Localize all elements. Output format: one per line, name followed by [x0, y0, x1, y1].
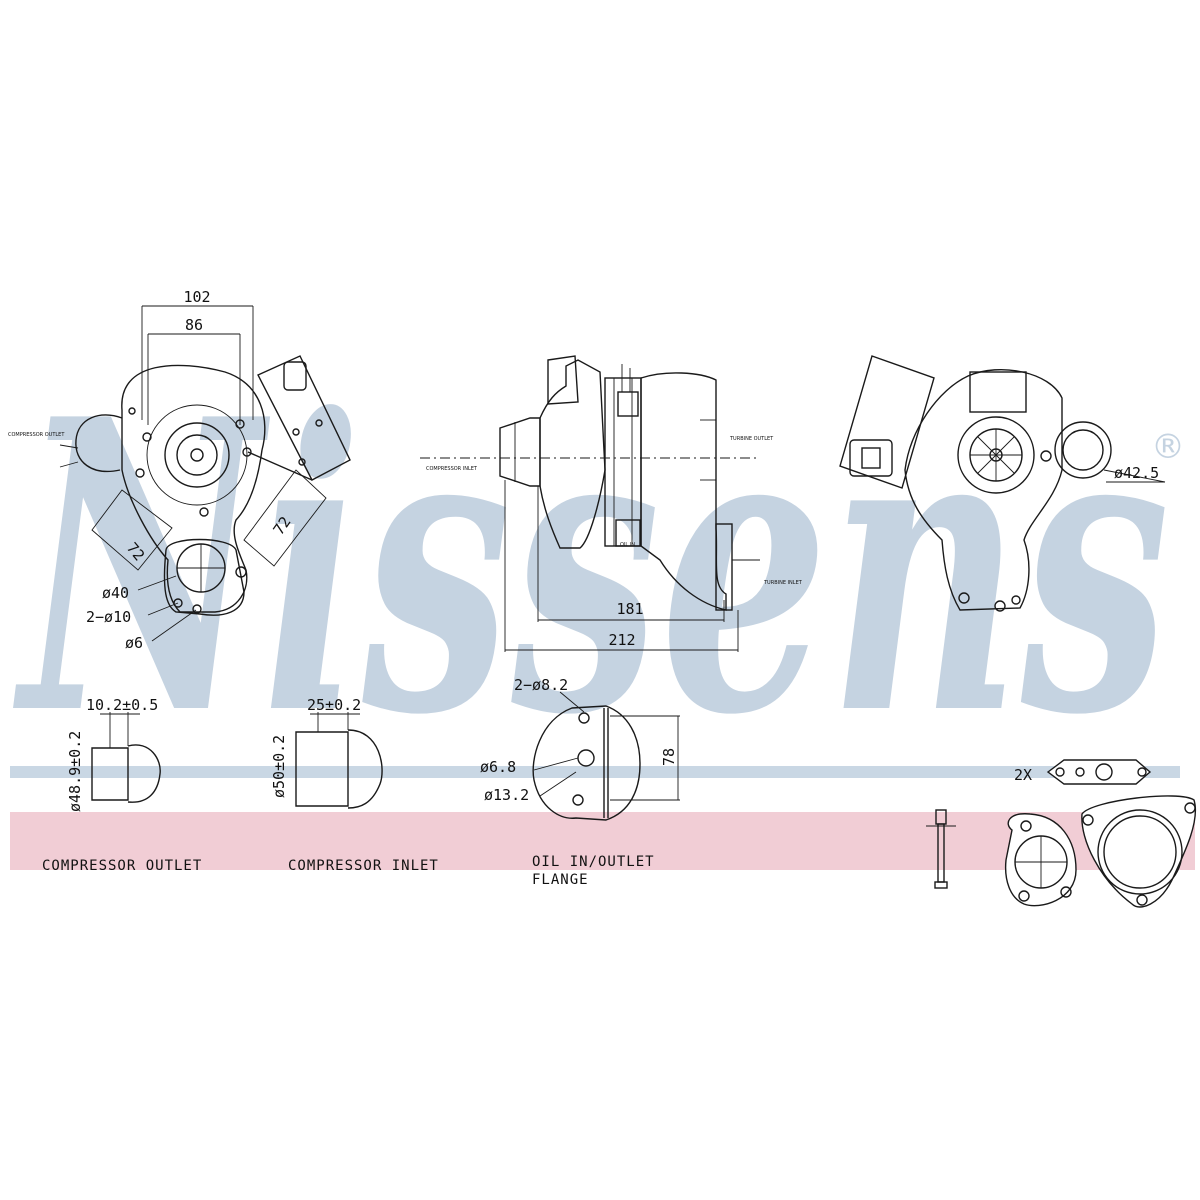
caption-compressor-outlet: COMPRESSOR OUTLET: [42, 858, 202, 874]
gasket-quantity: 2X: [1014, 766, 1032, 784]
caption-oil-flange-1: OIL IN/OUTLET: [532, 854, 655, 870]
detail-compressor-outlet: 10.2±0.5 ø48.9±0.2 COMPRESSOR OUTLET: [42, 696, 202, 874]
turbo-elevation-view: 181 212 COMPRESSOR INLET TURBINE OUTLET …: [420, 355, 803, 652]
dim-outlet-diameter: ø48.9±0.2: [66, 731, 84, 812]
dim-length-181: 181: [616, 600, 643, 618]
watermark-band-pink: [10, 812, 1195, 870]
dim-width-86: 86: [185, 316, 203, 334]
label-turbine-outlet-small: TURBINE OUTLET: [729, 436, 774, 442]
dim-oil-dia-6-8: ø6.8: [480, 758, 516, 776]
label-compressor-inlet-small: COMPRESSOR INLET: [426, 466, 478, 472]
dim-dia-40: ø40: [102, 584, 129, 602]
dim-length-212: 212: [608, 631, 635, 649]
dim-oil-holes: 2−ø8.2: [514, 676, 568, 694]
detail-compressor-inlet: 25±0.2 ø50±0.2 COMPRESSOR INLET: [270, 696, 439, 874]
dim-outlet-width: 10.2±0.5: [86, 696, 158, 714]
dim-inlet-width: 25±0.2: [307, 696, 361, 714]
dim-width-102: 102: [183, 288, 210, 306]
watermark-band-blue: [10, 766, 1180, 778]
dim-bolt-holes-10: 2−ø10: [86, 608, 131, 626]
registered-mark: ®: [1151, 427, 1185, 467]
accessories: 2X: [926, 759, 1197, 908]
dim-dia-6: ø6: [125, 634, 143, 652]
dim-inlet-diameter: ø50±0.2: [270, 735, 288, 798]
dim-oil-dia-13-2: ø13.2: [484, 786, 529, 804]
label-compressor-outlet-small: COMPRESSOR OUTLET: [8, 432, 65, 438]
caption-compressor-inlet: COMPRESSOR INLET: [288, 858, 439, 874]
detail-oil-flange: 78 2−ø8.2 ø6.8 ø13.2 OIL IN/OUTLET FLANG…: [480, 676, 680, 888]
label-oil-in-small: OIL IN: [620, 542, 635, 548]
dim-flange-height-78: 78: [660, 748, 678, 766]
caption-oil-flange-2: FLANGE: [532, 872, 589, 888]
label-turbine-inlet-small: TURBINE INLET: [763, 580, 803, 586]
dim-dia-42-5: ø42.5: [1114, 464, 1159, 482]
turbine-side-view: ø42.5: [839, 355, 1166, 612]
